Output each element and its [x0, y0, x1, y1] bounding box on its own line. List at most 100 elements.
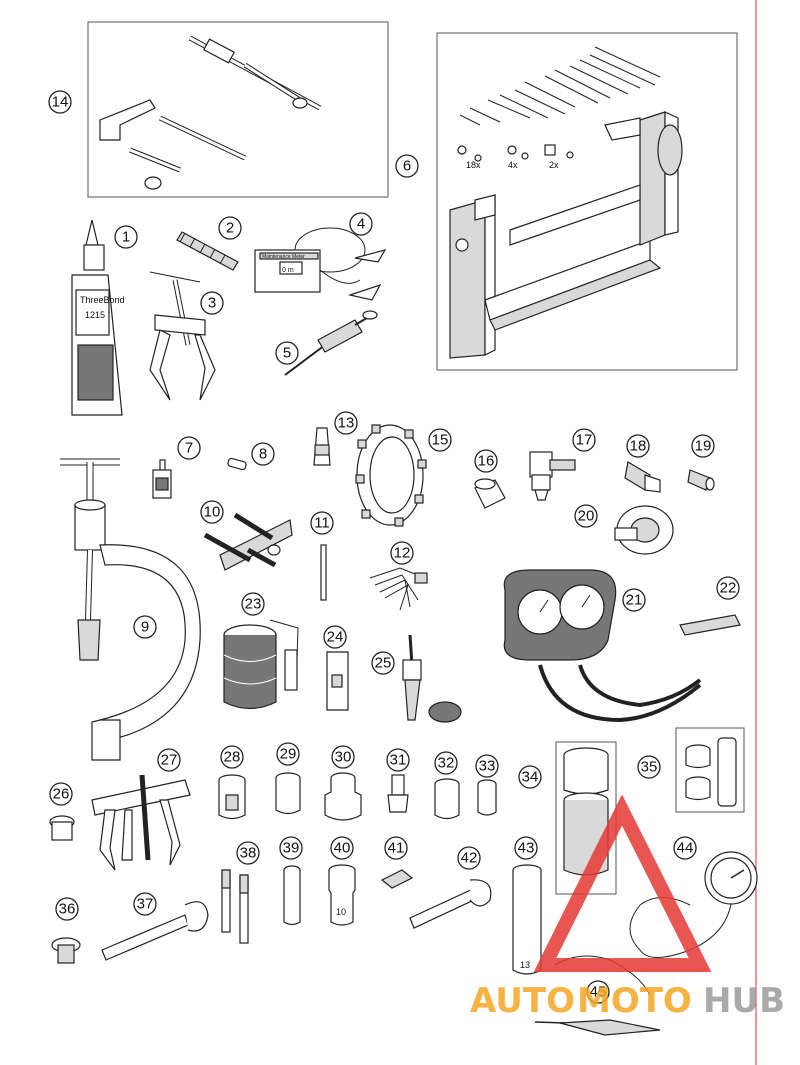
svg-text:20: 20 — [578, 508, 595, 525]
callout-38: 38 — [236, 841, 260, 865]
part-18-plug — [624, 461, 661, 493]
svg-text:36: 36 — [59, 901, 76, 918]
qty-2x: 2x — [549, 160, 559, 170]
svg-text:15: 15 — [432, 432, 449, 449]
callout-11: 11 — [310, 511, 334, 535]
svg-text:29: 29 — [280, 746, 297, 763]
svg-text:21: 21 — [626, 592, 643, 609]
part-7-bottle — [152, 459, 172, 499]
part-24-plate — [326, 651, 349, 711]
watermark-auto: AUTO — [470, 981, 575, 1021]
svg-text:9: 9 — [141, 619, 149, 636]
part-9-spring-compressor — [60, 458, 201, 761]
callout-35: 35 — [637, 755, 661, 779]
meter-label: Maintenance Meter — [262, 254, 305, 260]
svg-text:11: 11 — [314, 515, 330, 532]
callout-31: 31 — [386, 748, 410, 772]
callout-15: 15 — [428, 428, 452, 452]
svg-text:32: 32 — [438, 755, 455, 772]
svg-text:14: 14 — [52, 94, 69, 111]
part-29-sleeve — [275, 772, 301, 815]
svg-text:6: 6 — [403, 158, 411, 175]
svg-text:1: 1 — [122, 229, 130, 246]
part-35-bushing-set — [675, 727, 745, 813]
callout-16: 16 — [474, 449, 498, 473]
part-32-sleeve — [434, 778, 460, 820]
callout-42: 42 — [457, 846, 481, 870]
part-13-pin — [313, 427, 331, 466]
svg-text:44: 44 — [677, 840, 694, 857]
svg-text:38: 38 — [240, 845, 257, 862]
callout-23: 23 — [241, 592, 265, 616]
part-12-hex-keys — [369, 567, 428, 611]
callout-24: 24 — [323, 625, 347, 649]
part-43-long-socket: 13 — [512, 864, 542, 975]
part-10-puller-bar — [203, 512, 293, 571]
callout-37: 37 — [133, 892, 157, 916]
svg-text:30: 30 — [335, 749, 352, 766]
svg-text:10: 10 — [204, 504, 221, 521]
part-22-strip — [679, 614, 741, 636]
callout-41: 41 — [384, 836, 408, 860]
part-2-threaded-rod — [176, 231, 239, 271]
callout-5: 5 — [275, 341, 299, 365]
part-41-key — [380, 869, 414, 889]
callout-6: 6 — [395, 154, 419, 178]
threebond-code: 1215 — [85, 310, 105, 320]
callout-14: 14 — [48, 90, 72, 114]
part-1-sealant-tube: ThreeBond 1215 — [71, 219, 125, 416]
svg-text:33: 33 — [479, 758, 496, 775]
part-6-engine-stand: 18x 4x 2x — [436, 32, 738, 371]
callout-26: 26 — [49, 782, 73, 806]
part-40-socket: 10 — [328, 864, 356, 926]
svg-text:28: 28 — [224, 749, 241, 766]
svg-text:2: 2 — [226, 220, 234, 237]
part-37-hook-wrench — [101, 901, 209, 961]
callout-32: 32 — [434, 751, 458, 775]
callout-7: 7 — [177, 436, 201, 460]
callout-44: 44 — [673, 836, 697, 860]
svg-text:22: 22 — [720, 580, 737, 597]
qty-18x: 18x — [466, 160, 481, 170]
callout-43: 43 — [514, 836, 538, 860]
part-38-studs — [221, 869, 249, 944]
part-42-wrench — [409, 879, 492, 929]
svg-text:26: 26 — [53, 786, 70, 803]
callout-40: 40 — [330, 836, 354, 860]
part-28-sleeve — [218, 774, 246, 820]
part-19-plug — [687, 469, 715, 491]
part-17-fitting — [529, 451, 576, 501]
callout-25: 25 — [371, 651, 395, 675]
watermark-logo: AUTO MOTO HUB — [470, 794, 785, 1021]
svg-text:31: 31 — [390, 752, 407, 769]
part-44-pressure-gauge — [629, 851, 758, 958]
callout-30: 30 — [331, 745, 355, 769]
callout-3: 3 — [200, 291, 224, 315]
svg-text:4: 4 — [357, 216, 365, 233]
callout-18: 18 — [626, 434, 650, 458]
watermark-moto: MOTO — [577, 981, 692, 1021]
svg-text:37: 37 — [137, 896, 154, 913]
callout-22: 22 — [716, 576, 740, 600]
part-4-maintenance-meter: Maintenance Meter 0 m — [254, 227, 387, 301]
part-27-puller — [91, 774, 191, 871]
svg-text:40: 40 — [334, 840, 351, 857]
part-25-puller — [402, 634, 422, 721]
part-11-drift — [320, 544, 327, 601]
socket-43-size: 13 — [520, 960, 530, 970]
callout-29: 29 — [276, 742, 300, 766]
callout-21: 21 — [622, 588, 646, 612]
part-31-pin — [387, 774, 409, 813]
callout-19: 19 — [691, 434, 715, 458]
callout-8: 8 — [251, 442, 275, 466]
svg-text:43: 43 — [518, 840, 535, 857]
callout-1: 1 — [114, 225, 138, 249]
callout-20: 20 — [574, 504, 598, 528]
svg-text:23: 23 — [245, 596, 262, 613]
callout-12: 12 — [390, 541, 414, 565]
part-36-plug — [51, 937, 81, 964]
svg-text:13: 13 — [338, 415, 355, 432]
callout-36: 36 — [55, 897, 79, 921]
callout-13: 13 — [334, 411, 358, 435]
